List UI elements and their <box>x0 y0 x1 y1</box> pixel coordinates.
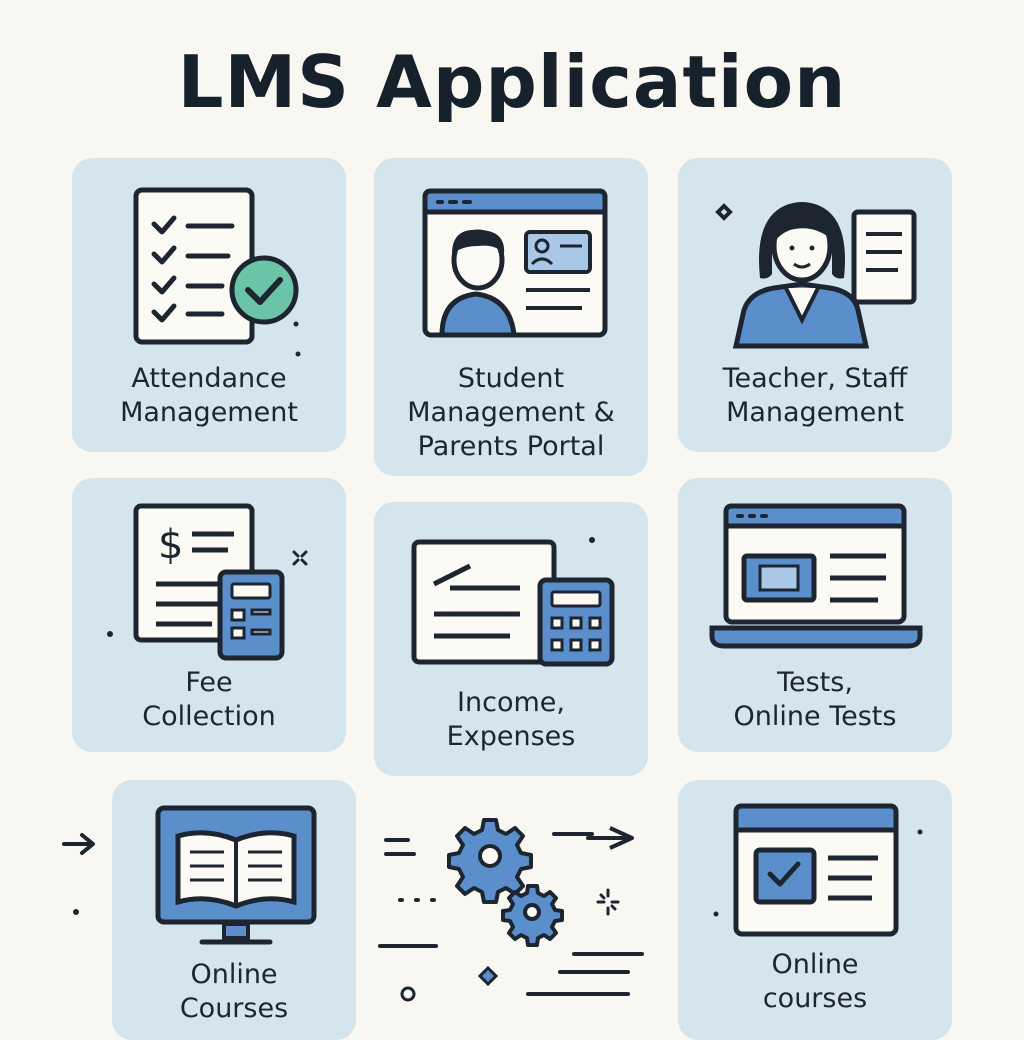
dot-icon <box>73 909 79 915</box>
gears-icon <box>378 818 644 1002</box>
svg-text:$: $ <box>158 522 183 568</box>
card-tests-online-tests[interactable]: Tests,Online Tests <box>678 478 952 752</box>
browser-checkbox-icon <box>713 803 923 937</box>
laptop-test-icon <box>709 503 923 649</box>
arrow-right-icon <box>62 833 95 855</box>
card-label: Income,Expenses <box>446 687 576 752</box>
fee-invoice-calculator-icon: $ <box>107 503 308 661</box>
dot-icon <box>293 321 299 327</box>
page-title: LMS Application <box>177 40 847 124</box>
income-expenses-calculator-icon <box>411 537 615 667</box>
teacher-icon <box>715 202 917 349</box>
card-income-expenses[interactable]: Income,Expenses <box>374 502 648 776</box>
attendance-checklist-icon <box>133 187 301 357</box>
card-label: Tests,Online Tests <box>733 667 897 732</box>
monitor-book-icon <box>155 805 317 945</box>
student-profile-icon <box>422 188 608 338</box>
